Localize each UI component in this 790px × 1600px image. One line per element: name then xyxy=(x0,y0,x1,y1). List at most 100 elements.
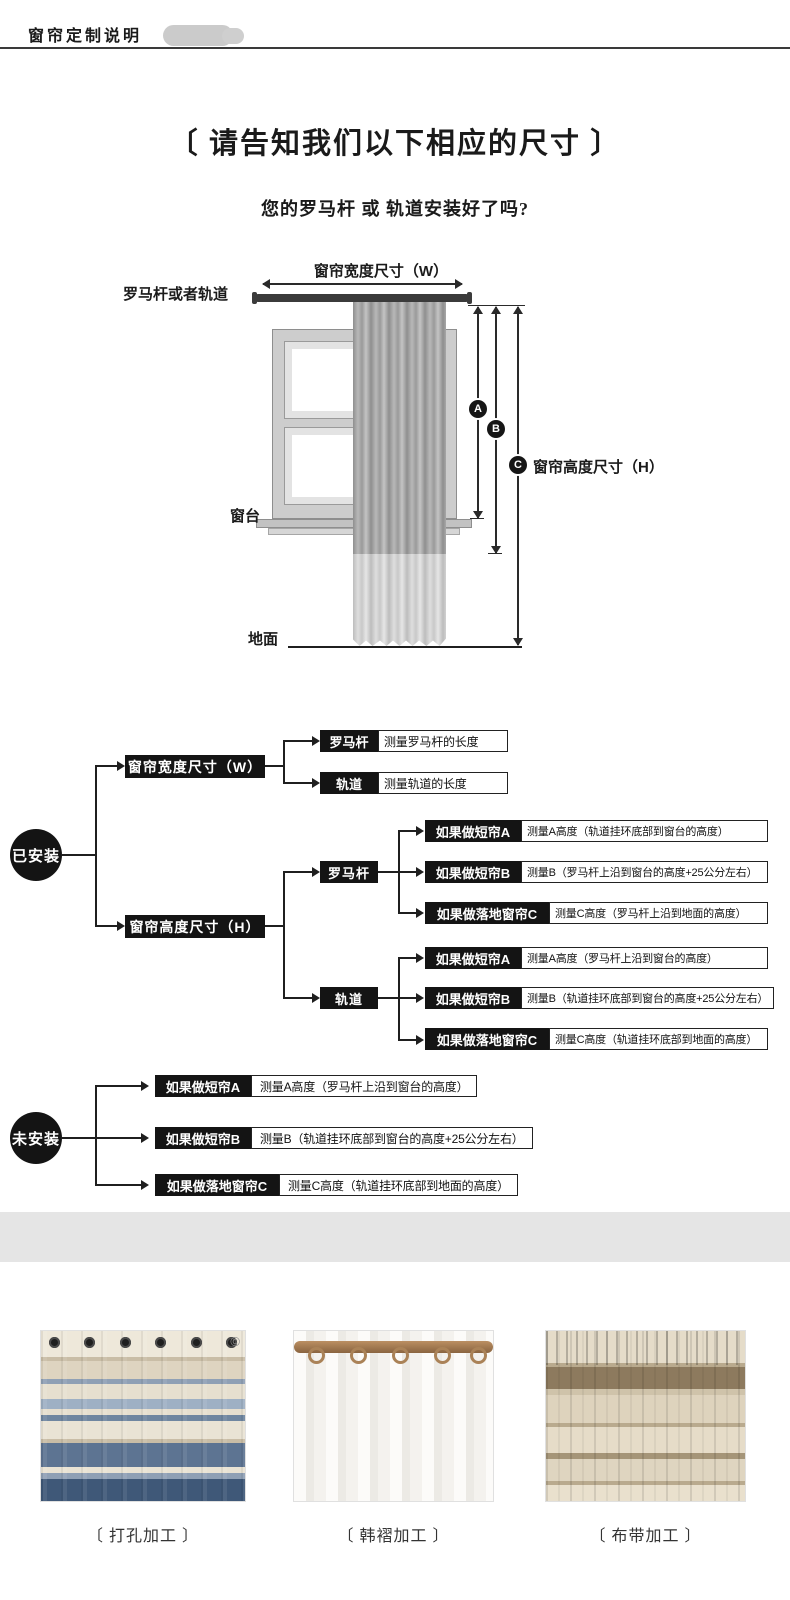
flow-row: 如果做短帘A 测量A高度（罗马杆上沿到窗台的高度） xyxy=(155,1075,478,1097)
connector xyxy=(378,871,398,873)
rod-end-cap-left xyxy=(252,292,257,304)
arrowhead xyxy=(416,826,424,836)
flow-row: 如果做短帘A 测量A高度（轨道挂环底部到窗台的高度） xyxy=(425,820,768,842)
grommet-icon xyxy=(49,1337,60,1348)
track-option-box: 轨道 xyxy=(320,772,378,794)
dimension-line-c xyxy=(513,306,523,646)
connector xyxy=(378,997,398,999)
arrowhead xyxy=(312,736,320,746)
connector xyxy=(398,1039,416,1041)
gallery-image-korean-pleat xyxy=(293,1330,494,1502)
short-curtain-b-box: 如果做短帘B xyxy=(425,861,521,883)
flow-row: 如果做短帘A 测量A高度（罗马杆上沿到窗台的高度） xyxy=(425,947,768,969)
connector xyxy=(283,740,285,784)
marker-b-badge: B xyxy=(487,420,505,438)
dimension-b-bottom-tick xyxy=(488,553,502,554)
subtitle: 您的罗马杆 或 轨道安装好了吗? xyxy=(261,199,529,219)
arrowhead xyxy=(312,993,320,1003)
connector xyxy=(398,871,416,873)
connector xyxy=(398,997,416,999)
gray-divider-band xyxy=(0,1212,790,1262)
floor-curtain-c-desc: 测量C高度（罗马杆上沿到地面的高度） xyxy=(549,902,768,924)
installed-node: 已安装 xyxy=(10,829,62,881)
caption-grommet: 〔 打孔加工 〕 xyxy=(86,1528,199,1545)
flow-row: 如果做短帘B 测量B（轨道挂环底部到窗台的高度+25公分左右） xyxy=(155,1127,533,1149)
grommet-strip xyxy=(49,1337,237,1348)
flow-row: 轨道 测量轨道的长度 xyxy=(320,772,508,794)
short-curtain-b-desc: 测量B（罗马杆上沿到窗台的高度+25公分左右） xyxy=(521,861,768,883)
curtain-ring-icon xyxy=(350,1347,367,1364)
arrowhead xyxy=(416,993,424,1003)
connector xyxy=(283,871,285,999)
connector xyxy=(283,782,312,784)
connector xyxy=(95,1184,141,1186)
grommet-icon xyxy=(84,1337,96,1348)
arrowhead xyxy=(141,1133,149,1143)
height-dimension-label: 窗帘高度尺寸（H） xyxy=(533,459,664,476)
grommet-icon xyxy=(225,1337,237,1348)
connector xyxy=(95,925,117,927)
dimension-top-tick xyxy=(468,305,525,306)
height-track-box: 轨道 xyxy=(320,987,378,1009)
connector xyxy=(265,925,283,927)
arrowhead xyxy=(312,867,320,877)
curtain-ring-icon xyxy=(392,1347,409,1364)
connector xyxy=(95,765,97,927)
arrowhead xyxy=(141,1081,149,1091)
width-dimension-arrow xyxy=(262,279,463,289)
connector xyxy=(95,765,117,767)
connector xyxy=(398,830,416,832)
height-dimension-box: 窗帘高度尺寸（H） xyxy=(125,915,265,938)
connector xyxy=(95,1137,141,1139)
curtain-rod-graphic xyxy=(256,294,468,302)
flow-row: 如果做短帘B 测量B（罗马杆上沿到窗台的高度+25公分左右） xyxy=(425,861,768,883)
page-header: 窗帘定制说明 xyxy=(28,28,143,45)
curtain-panel-lower xyxy=(353,554,446,646)
gallery-image-tape-pleat xyxy=(545,1330,746,1502)
height-rod-box: 罗马杆 xyxy=(320,861,378,883)
short-curtain-a-box: 如果做短帘A xyxy=(425,820,521,842)
header-divider xyxy=(0,47,790,49)
floor-label: 地面 xyxy=(248,631,279,648)
connector xyxy=(95,1085,97,1186)
connector xyxy=(62,1137,95,1139)
gallery-image-grommet: © xyxy=(40,1330,246,1502)
rod-label: 罗马杆或者轨道 xyxy=(123,286,229,303)
short-curtain-b-desc: 测量B（轨道挂环底部到窗台的高度+25公分左右） xyxy=(521,987,775,1009)
header-smudge-decoration xyxy=(163,25,233,46)
short-curtain-b-box: 如果做短帘B xyxy=(425,987,521,1009)
short-curtain-a-desc: 测量A高度（罗马杆上沿到窗台的高度） xyxy=(521,947,768,969)
arrowhead xyxy=(117,921,125,931)
floor-curtain-c-box: 如果做落地窗帘C xyxy=(425,1028,549,1050)
sill-label: 窗台 xyxy=(230,508,261,525)
marker-a-badge: A xyxy=(469,400,487,418)
floor-curtain-c-box: 如果做落地窗帘C xyxy=(155,1174,279,1196)
main-title: 〔 请告知我们以下相应的尺寸 〕 xyxy=(168,128,622,160)
short-curtain-b-box: 如果做短帘B xyxy=(155,1127,251,1149)
connector xyxy=(398,957,416,959)
width-dimension-box: 窗帘宽度尺寸（W） xyxy=(125,755,265,778)
caption-korean-pleat: 〔 韩褶加工 〕 xyxy=(337,1528,450,1545)
flow-row: 如果做落地窗帘C 测量C高度（罗马杆上沿到地面的高度） xyxy=(425,902,768,924)
flow-row: 如果做落地窗帘C 测量C高度（轨道挂环底部到地面的高度） xyxy=(425,1028,768,1050)
track-measure-desc: 测量轨道的长度 xyxy=(378,772,508,794)
connector xyxy=(62,854,95,856)
connector xyxy=(265,765,283,767)
grommet-icon xyxy=(190,1337,202,1348)
arrowhead xyxy=(117,761,125,771)
marker-c-badge: C xyxy=(509,456,527,474)
curtain-ring-icon xyxy=(434,1347,451,1364)
short-curtain-b-desc: 测量B（轨道挂环底部到窗台的高度+25公分左右） xyxy=(251,1127,533,1149)
connector xyxy=(95,1085,141,1087)
floor-curtain-c-desc: 测量C高度（轨道挂环底部到地面的高度） xyxy=(279,1174,518,1196)
grommet-icon xyxy=(155,1337,167,1348)
short-curtain-a-box: 如果做短帘A xyxy=(155,1075,251,1097)
flow-row: 罗马杆 测量罗马杆的长度 xyxy=(320,730,508,752)
curtain-ring-icon xyxy=(470,1347,487,1364)
dimension-a-bottom-tick xyxy=(470,518,484,519)
curtain-ring-icon xyxy=(308,1347,325,1364)
rod-end-cap-right xyxy=(467,292,472,304)
header-smudge-decoration-small xyxy=(222,28,244,44)
arrowhead xyxy=(416,953,424,963)
